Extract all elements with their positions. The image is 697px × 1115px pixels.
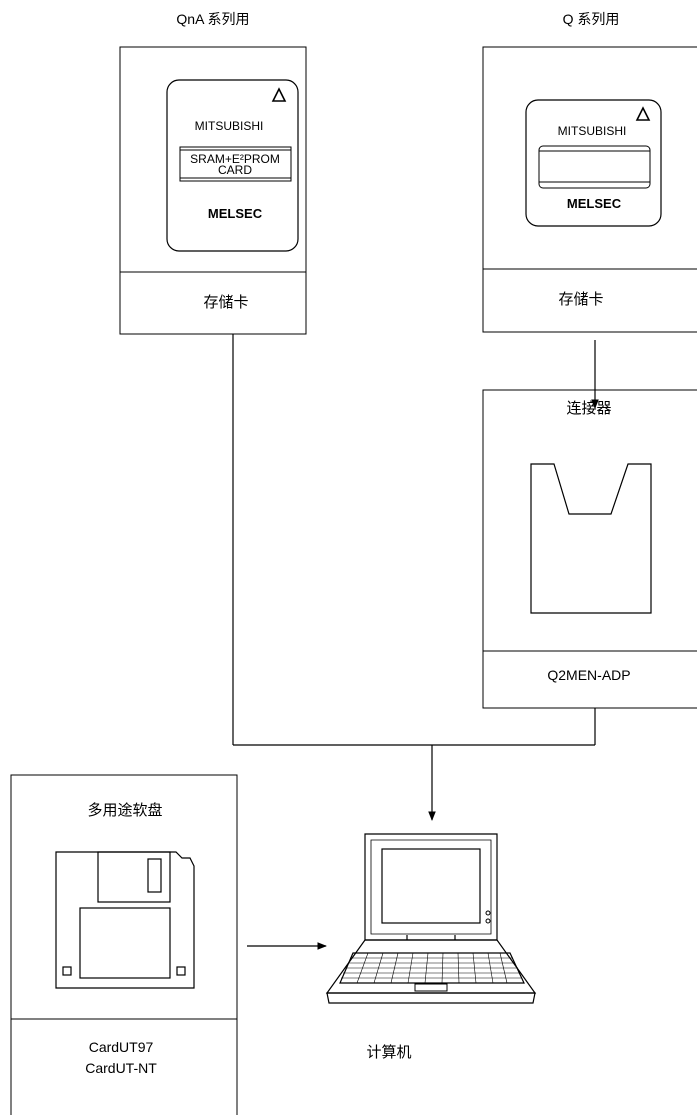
- floppy-title: 多用途软盘: [87, 801, 162, 819]
- qna-memory-card-icon: MITSUBISHI SRAM+E²PROM CARD MELSEC: [167, 80, 298, 251]
- q-memory-card-icon: MITSUBISHI MELSEC: [526, 100, 661, 226]
- qna-card-brand: MELSEC: [208, 206, 263, 221]
- connection-lines: [233, 334, 595, 820]
- laptop-computer-icon: [327, 834, 535, 1003]
- adapter-panel: 连接器 Q2MEN-ADP: [483, 390, 697, 708]
- qna-card-footer: 存储卡: [203, 293, 248, 311]
- qna-card-type-line2: CARD: [218, 163, 252, 177]
- q-card-maker: MITSUBISHI: [558, 124, 627, 138]
- adapter-model: Q2MEN-ADP: [547, 667, 630, 683]
- floppy-panel: 多用途软盘 CardUT97 CardUT-NT: [11, 775, 237, 1115]
- floppy-software-line1: CardUT97: [89, 1039, 154, 1055]
- q-card-brand: MELSEC: [567, 196, 622, 211]
- qna-series-header: QnA 系列用: [176, 11, 249, 27]
- warning-triangle-icon: [637, 108, 649, 120]
- q-card-footer: 存储卡: [558, 290, 603, 308]
- q-series-header: Q 系列用: [563, 11, 620, 27]
- adapter-title: 连接器: [566, 399, 611, 417]
- floppy-disk-icon: [56, 852, 194, 988]
- qna-memory-card-panel: MITSUBISHI SRAM+E²PROM CARD MELSEC 存储卡: [120, 47, 306, 334]
- computer-label: 计算机: [366, 1043, 411, 1061]
- warning-triangle-icon: [273, 89, 285, 101]
- adapter-connector-icon: [531, 464, 651, 613]
- qna-card-maker: MITSUBISHI: [195, 119, 264, 133]
- floppy-software-line2: CardUT-NT: [85, 1060, 157, 1076]
- q-memory-card-panel: MITSUBISHI MELSEC 存储卡: [483, 47, 697, 332]
